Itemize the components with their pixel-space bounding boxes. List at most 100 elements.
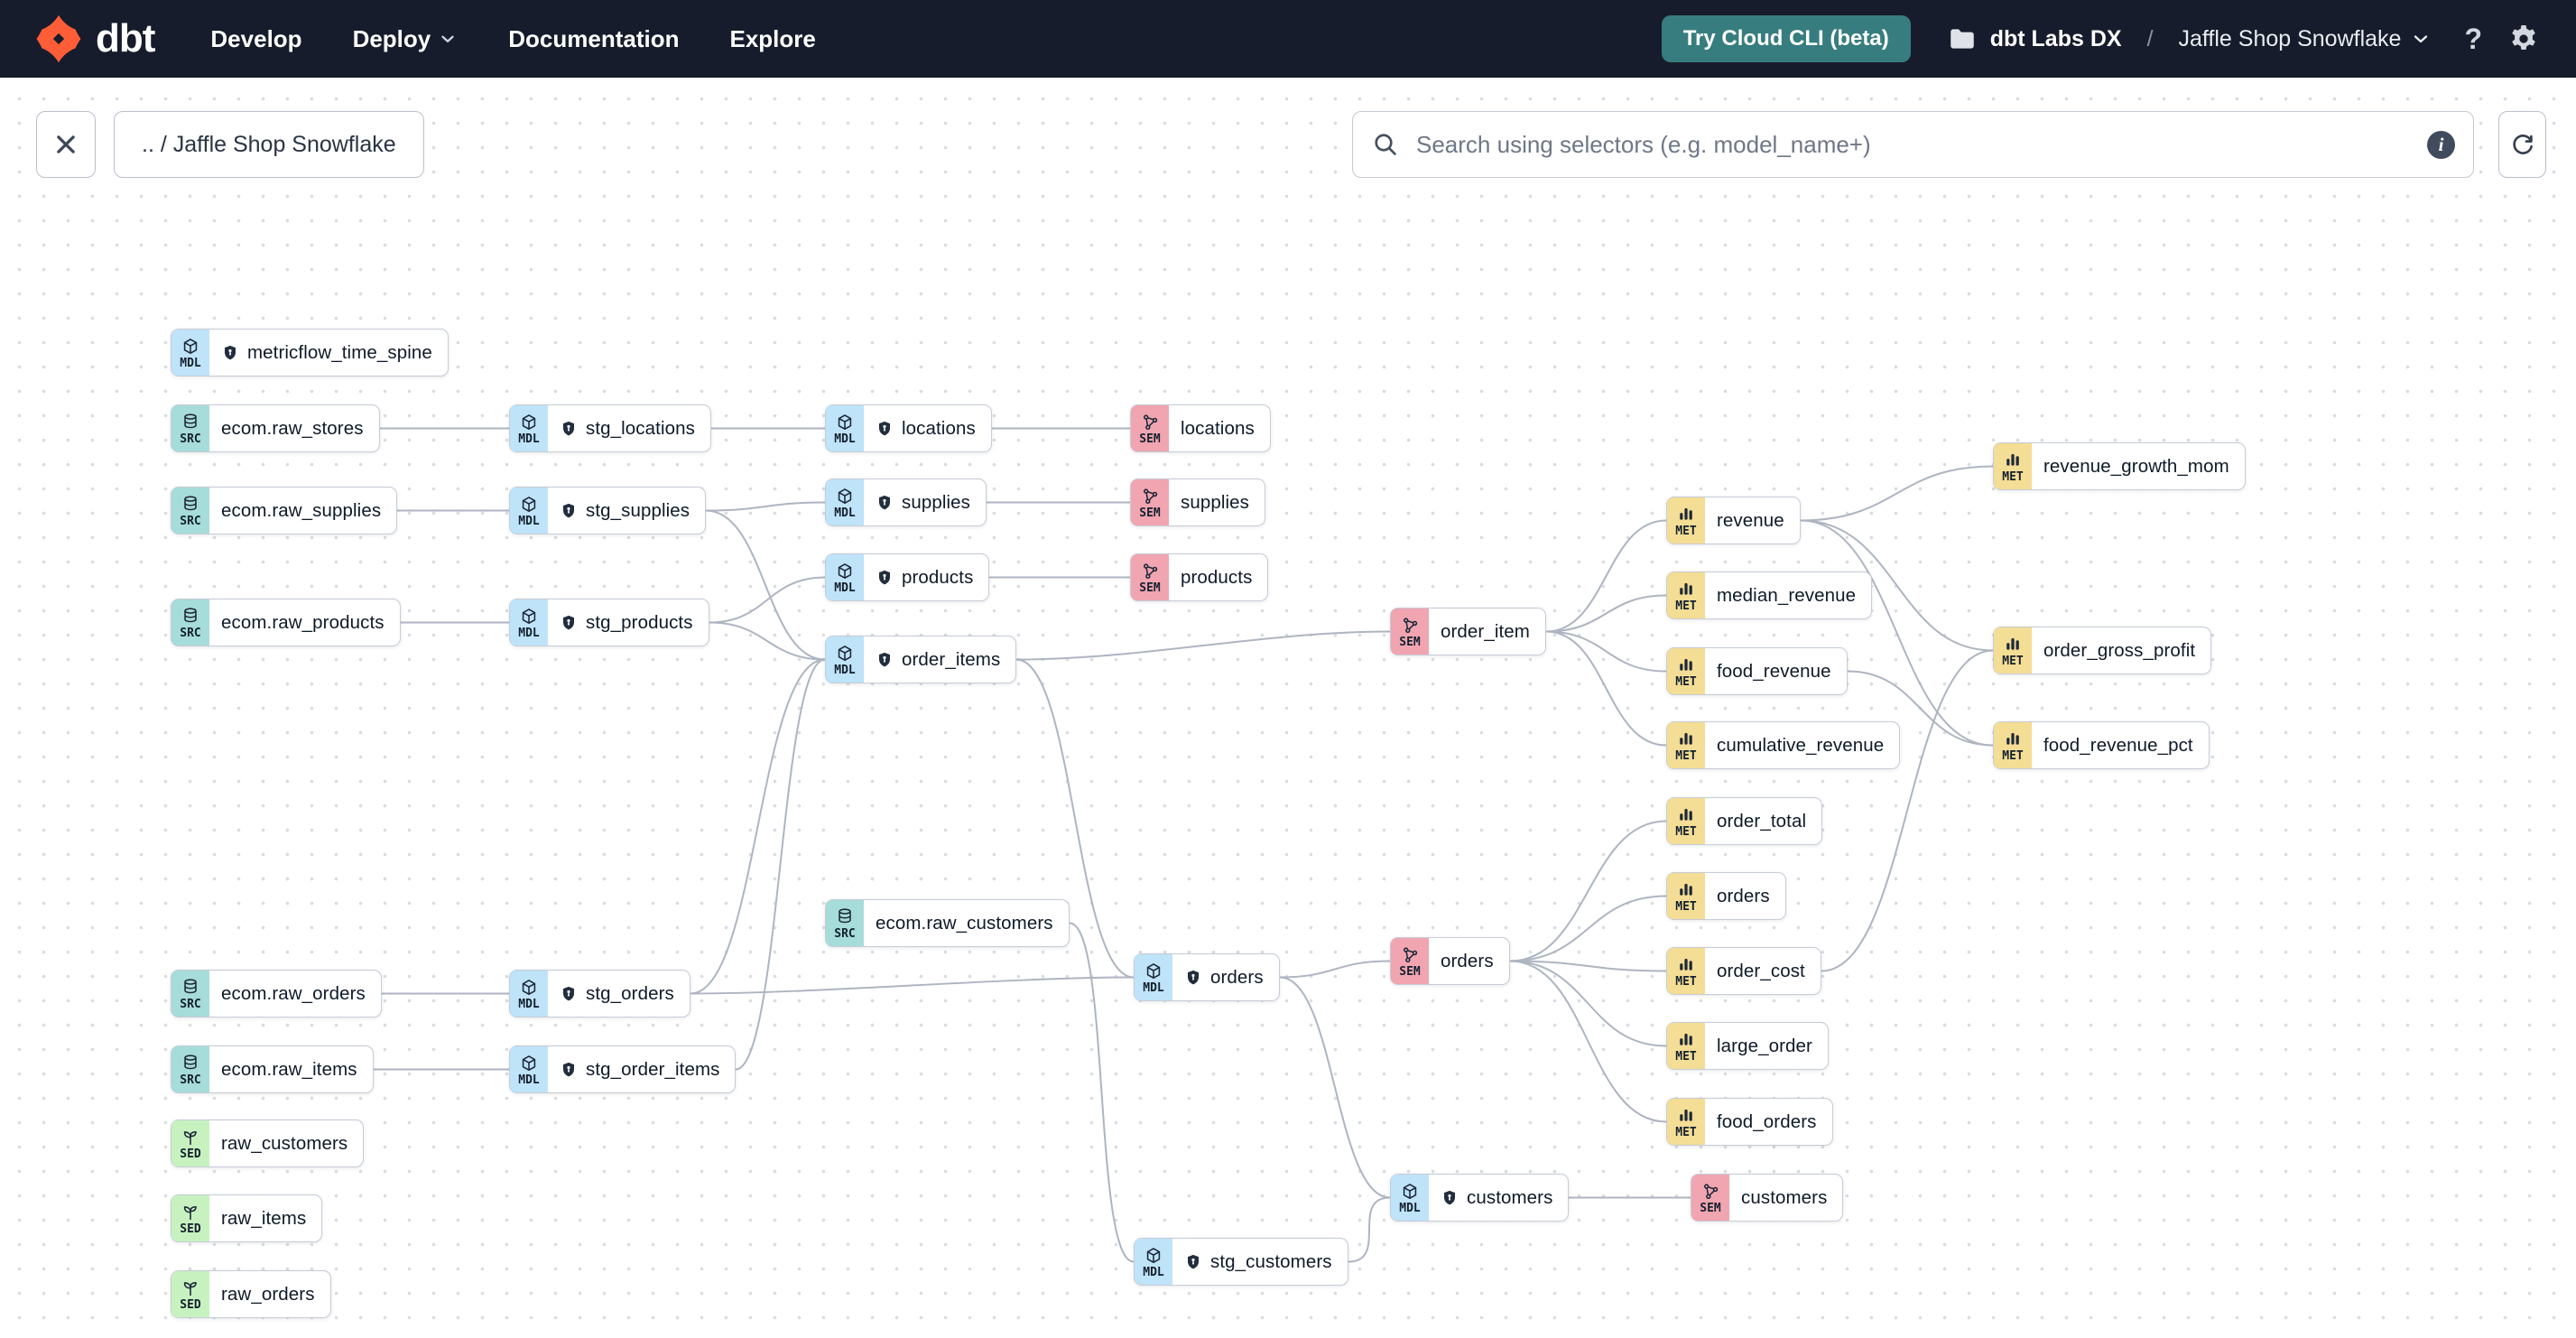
graph-node-src_raw_supplies[interactable]: SRC ecom.raw_supplies bbox=[171, 487, 398, 534]
try-cloud-cli-button[interactable]: Try Cloud CLI (beta) bbox=[1661, 15, 1911, 62]
graph-node-mdl_stg_order_items[interactable]: MDL stg_order_items bbox=[509, 1045, 737, 1093]
metric-bars-icon bbox=[1676, 729, 1696, 749]
lineage-breadcrumb[interactable]: .. / Jaffle Shop Snowflake bbox=[114, 111, 424, 178]
graph-node-met_order_gross_profit[interactable]: MET order_gross_profit bbox=[1993, 627, 2212, 674]
graph-node-mdl_stg_orders[interactable]: MDL stg_orders bbox=[509, 970, 690, 1017]
node-type-chip: MDL bbox=[510, 599, 548, 646]
dbt-logo-text: dbt bbox=[96, 16, 155, 60]
edge-sem_order_item-met_revenue bbox=[1545, 519, 1667, 633]
nav-develop[interactable]: Develop bbox=[210, 24, 302, 52]
graph-node-mdl_stg_supplies[interactable]: MDL stg_supplies bbox=[509, 487, 707, 534]
graph-node-met_orders[interactable]: MET orders bbox=[1666, 872, 1786, 920]
graph-node-met_revenue_growth_mom[interactable]: MET revenue_growth_mom bbox=[1993, 442, 2246, 490]
graph-node-sem_locations[interactable]: SEM locations bbox=[1130, 404, 1271, 452]
graph-node-met_median_revenue[interactable]: MET median_revenue bbox=[1666, 571, 1873, 619]
node-type-chip: MET bbox=[1667, 1099, 1705, 1145]
breadcrumb-separator: / bbox=[2146, 25, 2154, 51]
graph-node-mdl_supplies[interactable]: MDL supplies bbox=[825, 479, 987, 526]
edge-met_revenue-met_revenue_growth_mom bbox=[1800, 465, 1994, 522]
graph-node-met_cumulative_revenue[interactable]: MET cumulative_revenue bbox=[1666, 721, 1901, 769]
node-label: ecom.raw_products bbox=[221, 611, 385, 633]
graph-node-met_food_revenue_pct[interactable]: MET food_revenue_pct bbox=[1993, 721, 2210, 769]
node-label: supplies bbox=[1181, 491, 1250, 513]
metric-bars-icon bbox=[1676, 1030, 1696, 1050]
seedling-icon bbox=[181, 1128, 200, 1148]
graph-node-sem_customers[interactable]: SEM customers bbox=[1691, 1174, 1844, 1222]
graph-node-src_raw_products[interactable]: SRC ecom.raw_products bbox=[171, 599, 401, 646]
lineage-canvas[interactable]: MDL metricflow_time_spine SRC ecom.raw_s… bbox=[0, 78, 2576, 1338]
graph-node-sem_orders[interactable]: SEM orders bbox=[1390, 937, 1510, 985]
node-type-chip: MET bbox=[1667, 798, 1705, 844]
edge-mdl_stg_products-mdl_products bbox=[709, 576, 826, 624]
graph-node-met_order_total[interactable]: MET order_total bbox=[1666, 797, 1823, 845]
dbt-logo[interactable]: dbt bbox=[32, 13, 155, 65]
nav-deploy[interactable]: Deploy bbox=[353, 25, 459, 53]
cube-icon bbox=[1144, 1246, 1163, 1266]
refresh-button[interactable] bbox=[2498, 111, 2546, 178]
node-label: products bbox=[1181, 566, 1253, 588]
account-name[interactable]: dbt Labs DX bbox=[1989, 25, 2122, 51]
node-label: stg_order_items bbox=[586, 1058, 720, 1080]
database-icon bbox=[835, 907, 855, 927]
graph-node-mdl_products[interactable]: MDL products bbox=[825, 553, 990, 601]
search-input[interactable] bbox=[1414, 129, 2427, 160]
project-selector[interactable]: Jaffle Shop Snowflake bbox=[2179, 26, 2432, 52]
graph-node-sem_order_item[interactable]: SEM order_item bbox=[1390, 608, 1546, 655]
refresh-icon bbox=[2512, 135, 2533, 154]
info-icon[interactable]: i bbox=[2427, 130, 2455, 159]
graph-node-mdl_locations[interactable]: MDL locations bbox=[825, 404, 992, 452]
graph-node-met_food_revenue[interactable]: MET food_revenue bbox=[1666, 647, 1848, 695]
shield-icon bbox=[221, 344, 239, 362]
cube-icon bbox=[519, 1054, 539, 1073]
graph-node-mdl_stg_products[interactable]: MDL stg_products bbox=[509, 599, 709, 646]
cube-icon bbox=[519, 495, 539, 515]
settings-button[interactable] bbox=[2507, 23, 2540, 55]
cube-icon bbox=[519, 607, 539, 627]
graph-node-met_food_orders[interactable]: MET food_orders bbox=[1666, 1098, 1833, 1146]
node-label: food_revenue_pct bbox=[2043, 734, 2193, 756]
node-type-chip: SED bbox=[171, 1271, 209, 1317]
shield-icon bbox=[560, 614, 578, 632]
node-label: raw_items bbox=[221, 1207, 307, 1229]
graph-node-mdl_orders[interactable]: MDL orders bbox=[1134, 953, 1280, 1001]
semantic-graph-icon bbox=[1140, 487, 1160, 506]
graph-node-met_revenue[interactable]: MET revenue bbox=[1666, 497, 1801, 544]
graph-node-mdl_metricflow_time_spine[interactable]: MDL metricflow_time_spine bbox=[171, 329, 449, 376]
graph-node-met_large_order[interactable]: MET large_order bbox=[1666, 1022, 1829, 1070]
graph-node-mdl_order_items[interactable]: MDL order_items bbox=[825, 636, 1017, 683]
selector-search[interactable]: i bbox=[1352, 111, 2474, 178]
graph-node-src_raw_stores[interactable]: SRC ecom.raw_stores bbox=[171, 404, 380, 452]
graph-node-sem_products[interactable]: SEM products bbox=[1130, 553, 1269, 601]
edge-sem_orders-met_order_total bbox=[1509, 820, 1667, 962]
edge-sem_order_item-met_cumulative_revenue bbox=[1545, 630, 1667, 747]
graph-node-mdl_stg_customers[interactable]: MDL stg_customers bbox=[1134, 1238, 1348, 1286]
metric-bars-icon bbox=[2003, 451, 2023, 470]
metric-bars-icon bbox=[2003, 635, 2023, 655]
node-label: cumulative_revenue bbox=[1717, 734, 1885, 756]
graph-node-mdl_stg_locations[interactable]: MDL stg_locations bbox=[509, 404, 711, 452]
graph-node-sed_raw_items[interactable]: SED raw_items bbox=[171, 1194, 323, 1242]
graph-node-src_raw_items[interactable]: SRC ecom.raw_items bbox=[171, 1045, 374, 1093]
cube-icon bbox=[835, 644, 855, 664]
close-lineage-button[interactable] bbox=[36, 111, 96, 178]
node-label: products bbox=[902, 566, 974, 588]
nav-explore[interactable]: Explore bbox=[729, 24, 816, 52]
graph-node-met_order_cost[interactable]: MET order_cost bbox=[1666, 947, 1821, 995]
help-button[interactable]: ? bbox=[2464, 22, 2482, 55]
chevron-down-icon bbox=[2414, 35, 2428, 43]
graph-node-src_raw_orders[interactable]: SRC ecom.raw_orders bbox=[171, 970, 382, 1017]
graph-node-mdl_customers[interactable]: MDL customers bbox=[1390, 1174, 1570, 1222]
node-label: ecom.raw_customers bbox=[876, 912, 1053, 934]
shield-icon bbox=[1184, 969, 1202, 987]
node-label: supplies bbox=[902, 491, 971, 513]
graph-node-sem_supplies[interactable]: SEM supplies bbox=[1130, 479, 1266, 526]
node-label: orders bbox=[1717, 885, 1770, 906]
node-type-chip: SRC bbox=[171, 488, 209, 534]
graph-node-src_raw_customers[interactable]: SRC ecom.raw_customers bbox=[825, 899, 1070, 947]
edge-mdl_orders-sem_orders bbox=[1279, 960, 1391, 979]
graph-node-sed_raw_customers[interactable]: SED raw_customers bbox=[171, 1120, 365, 1167]
graph-node-sed_raw_orders[interactable]: SED raw_orders bbox=[171, 1270, 331, 1318]
project-name: Jaffle Shop Snowflake bbox=[2178, 25, 2402, 51]
nav-documentation[interactable]: Documentation bbox=[508, 24, 680, 52]
edge-met_order_cost-met_order_gross_profit bbox=[1821, 649, 1994, 972]
